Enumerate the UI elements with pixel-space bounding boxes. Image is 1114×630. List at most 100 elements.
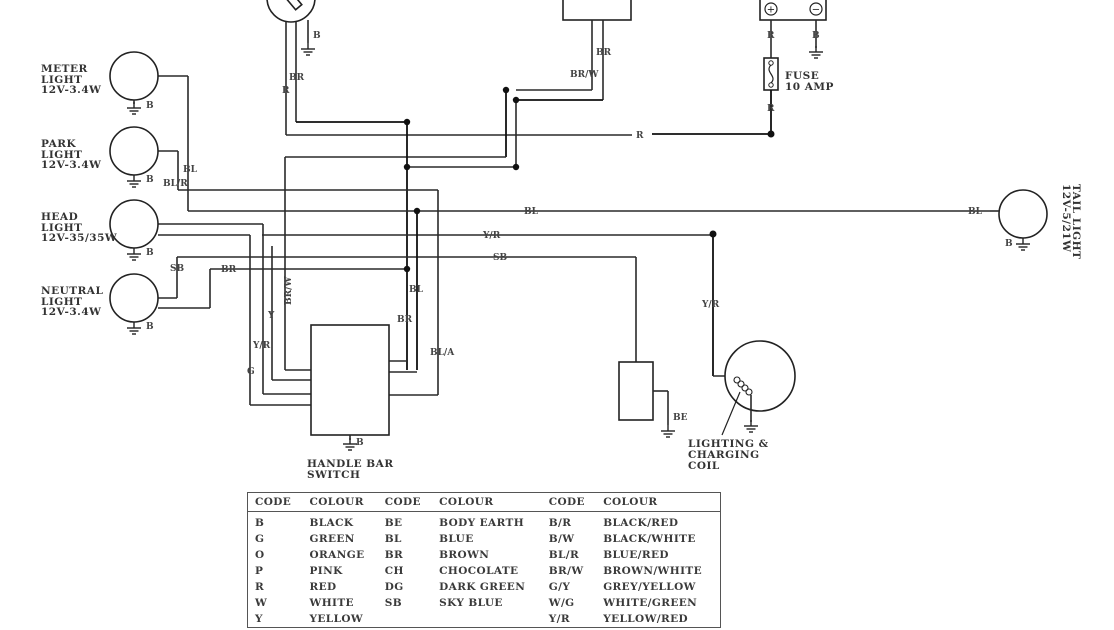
legend-code: BL/R — [548, 549, 580, 561]
legend-code: G — [255, 533, 265, 545]
legend-code: P — [255, 565, 264, 577]
svg-text:LIGHT: LIGHT — [41, 222, 83, 234]
wire-label: R — [767, 104, 775, 114]
wire-label: Y — [267, 311, 275, 321]
legend-header: COLOUR — [596, 492, 721, 512]
head-light-label: HEAD — [41, 211, 78, 223]
meter-light-label: METER — [41, 63, 88, 75]
legend-colour: WHITE/GREEN — [603, 597, 698, 609]
ground-icon — [126, 174, 142, 188]
wire-label: BR — [397, 315, 413, 325]
ground-icon — [300, 42, 316, 56]
legend-code: O — [255, 549, 265, 561]
legend-colour: YELLOW — [309, 613, 364, 625]
head-light: B HEAD LIGHT 12V-35/35W — [41, 199, 159, 261]
wire-label: BL — [409, 285, 424, 295]
legend-colour: DARK GREEN — [439, 581, 526, 593]
ground-icon — [126, 247, 142, 261]
ignition-switch: B BR R — [266, 0, 321, 135]
legend-header: CODE — [247, 492, 303, 512]
legend-code: CH — [384, 565, 404, 577]
wire-label: SB — [170, 264, 184, 274]
wire-label: BL — [524, 207, 539, 217]
legend-colour: BROWN — [439, 549, 490, 561]
wire-label: BR/W — [570, 70, 599, 80]
legend-code: R — [255, 581, 265, 593]
ground-icon — [1015, 237, 1031, 251]
legend-colour: GREY/YELLOW — [603, 581, 696, 593]
legend-header: CODE — [541, 492, 597, 512]
ignition-ground-label: B — [313, 31, 321, 41]
wire-label: BL — [183, 165, 198, 175]
battery-minus-icon — [809, 2, 823, 16]
legend-code: W — [255, 597, 268, 609]
wire-label: BR — [289, 73, 305, 83]
park-light-label: PARK — [41, 138, 77, 150]
coil-icon — [733, 376, 753, 396]
svg-text:12V-35/35W: 12V-35/35W — [41, 232, 117, 244]
svg-text:SWITCH: SWITCH — [307, 469, 360, 481]
legend-colour: BLACK — [309, 517, 354, 529]
park-light: B PARK LIGHT 12V-3.4W — [41, 126, 159, 188]
legend-colour — [432, 611, 542, 628]
legend-code: Y — [255, 613, 263, 625]
legend-colour: BLACK/RED — [603, 517, 679, 529]
ground-icon — [660, 424, 676, 438]
lighting-charging-coil: LIGHTING & CHARGING COIL — [688, 340, 796, 472]
wire-label: BL/R — [163, 179, 188, 189]
battery-plus-icon — [764, 2, 778, 16]
ground-icon — [342, 437, 358, 451]
svg-text:LIGHT: LIGHT — [41, 149, 83, 161]
svg-text:COIL: COIL — [688, 460, 720, 472]
svg-text:B: B — [356, 438, 364, 448]
legend-code: B/W — [548, 533, 575, 545]
battery-ground-label: B — [812, 31, 820, 41]
legend-colour: YELLOW/RED — [603, 613, 689, 625]
meter-light: B METER LIGHT 12V-3.4W — [41, 51, 159, 115]
legend-code: SB — [384, 597, 402, 609]
legend-code: BE — [384, 517, 403, 529]
legend-code: DG — [384, 581, 404, 593]
tail-light: B TAIL LIGHT 12V-5/21W — [990, 184, 1082, 259]
svg-text:BE: BE — [673, 413, 688, 423]
regulator-unit: BE — [618, 361, 688, 438]
fuse: FUSE 10 AMP R — [763, 57, 833, 134]
legend-colour: SKY BLUE — [439, 597, 503, 609]
ground-icon — [126, 321, 142, 335]
legend-code: BR — [384, 549, 404, 561]
ground-icon — [743, 419, 759, 433]
svg-text:+: + — [767, 5, 775, 16]
svg-text:B: B — [146, 322, 154, 332]
wire-label: BR/W — [284, 276, 294, 305]
legend-colour: PINK — [309, 565, 343, 577]
svg-text:LIGHT: LIGHT — [41, 296, 83, 308]
svg-text:CHARGING: CHARGING — [688, 449, 760, 461]
legend-header: CODE — [377, 492, 433, 512]
fuse-label: FUSE — [785, 70, 819, 82]
legend-colour: BROWN/WHITE — [603, 565, 703, 577]
handle-bar-switch: B HANDLE BAR SWITCH — [307, 324, 394, 481]
legend-code — [378, 611, 432, 628]
top-unit: BR BR/W — [562, 0, 632, 100]
wire-label: SB — [493, 253, 507, 263]
svg-text:B: B — [146, 175, 154, 185]
legend-colour: BLUE/RED — [603, 549, 669, 561]
wire-label: G — [247, 367, 255, 377]
wiring: R BR/W BL BL BL BL/R Y/R — [158, 75, 990, 406]
wire-label: BR — [221, 265, 237, 275]
handle-bar-switch-label: HANDLE BAR — [307, 458, 394, 470]
svg-text:12V-3.4W: 12V-3.4W — [41, 84, 101, 96]
legend-code: B — [255, 517, 265, 529]
legend-code: W/G — [548, 597, 575, 609]
legend-colour: GREEN — [309, 533, 355, 545]
legend-code: B/R — [548, 517, 572, 529]
svg-text:LIGHT: LIGHT — [41, 74, 83, 86]
svg-text:12V-3.4W: 12V-3.4W — [41, 159, 101, 171]
